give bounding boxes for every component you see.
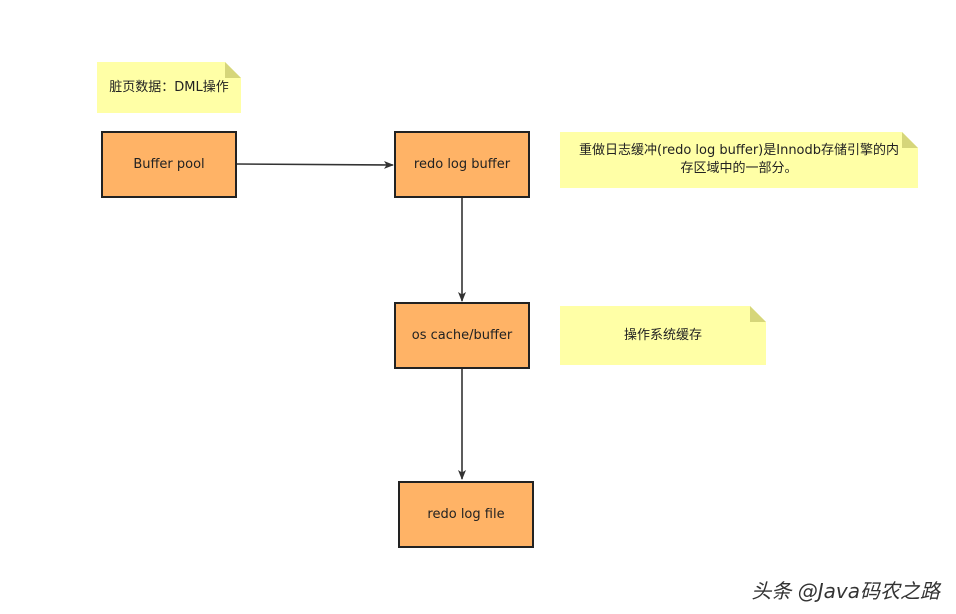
note-redo-buffer-desc: 重做日志缓冲(redo log buffer)是Innodb存储引擎的内存区域中… <box>560 132 918 188</box>
node-redo-log-file-label: redo log file <box>427 507 505 522</box>
note-os-cache-desc-text: 操作系统缓存 <box>623 327 702 343</box>
node-buffer-pool: Buffer pool <box>101 131 237 198</box>
node-redo-log-buffer: redo log buffer <box>394 131 530 198</box>
arrow-bufferpool-to-redologbuffer <box>235 160 394 169</box>
node-redo-log-buffer-label: redo log buffer <box>413 157 511 172</box>
note-dirty-page-text: 脏页数据：DML操作 <box>109 79 229 95</box>
watermark-text: 头条 @Java码农之路 <box>751 579 940 603</box>
note-dirty-page: 脏页数据：DML操作 <box>97 62 241 113</box>
node-buffer-pool-label: Buffer pool <box>133 157 205 172</box>
node-os-cache-buffer-label: os cache/buffer <box>411 328 513 343</box>
note-os-cache-desc: 操作系统缓存 <box>560 306 766 365</box>
node-os-cache-buffer: os cache/buffer <box>394 302 530 369</box>
note-dirty-page-background <box>97 62 241 113</box>
node-redo-log-file: redo log file <box>398 481 534 548</box>
note-redo-buffer-desc-background <box>560 132 918 188</box>
note-os-cache-desc-background <box>560 306 766 365</box>
note-redo-buffer-desc-text: 重做日志缓冲(redo log buffer)是Innodb存储引擎的内存区域中… <box>578 143 900 176</box>
